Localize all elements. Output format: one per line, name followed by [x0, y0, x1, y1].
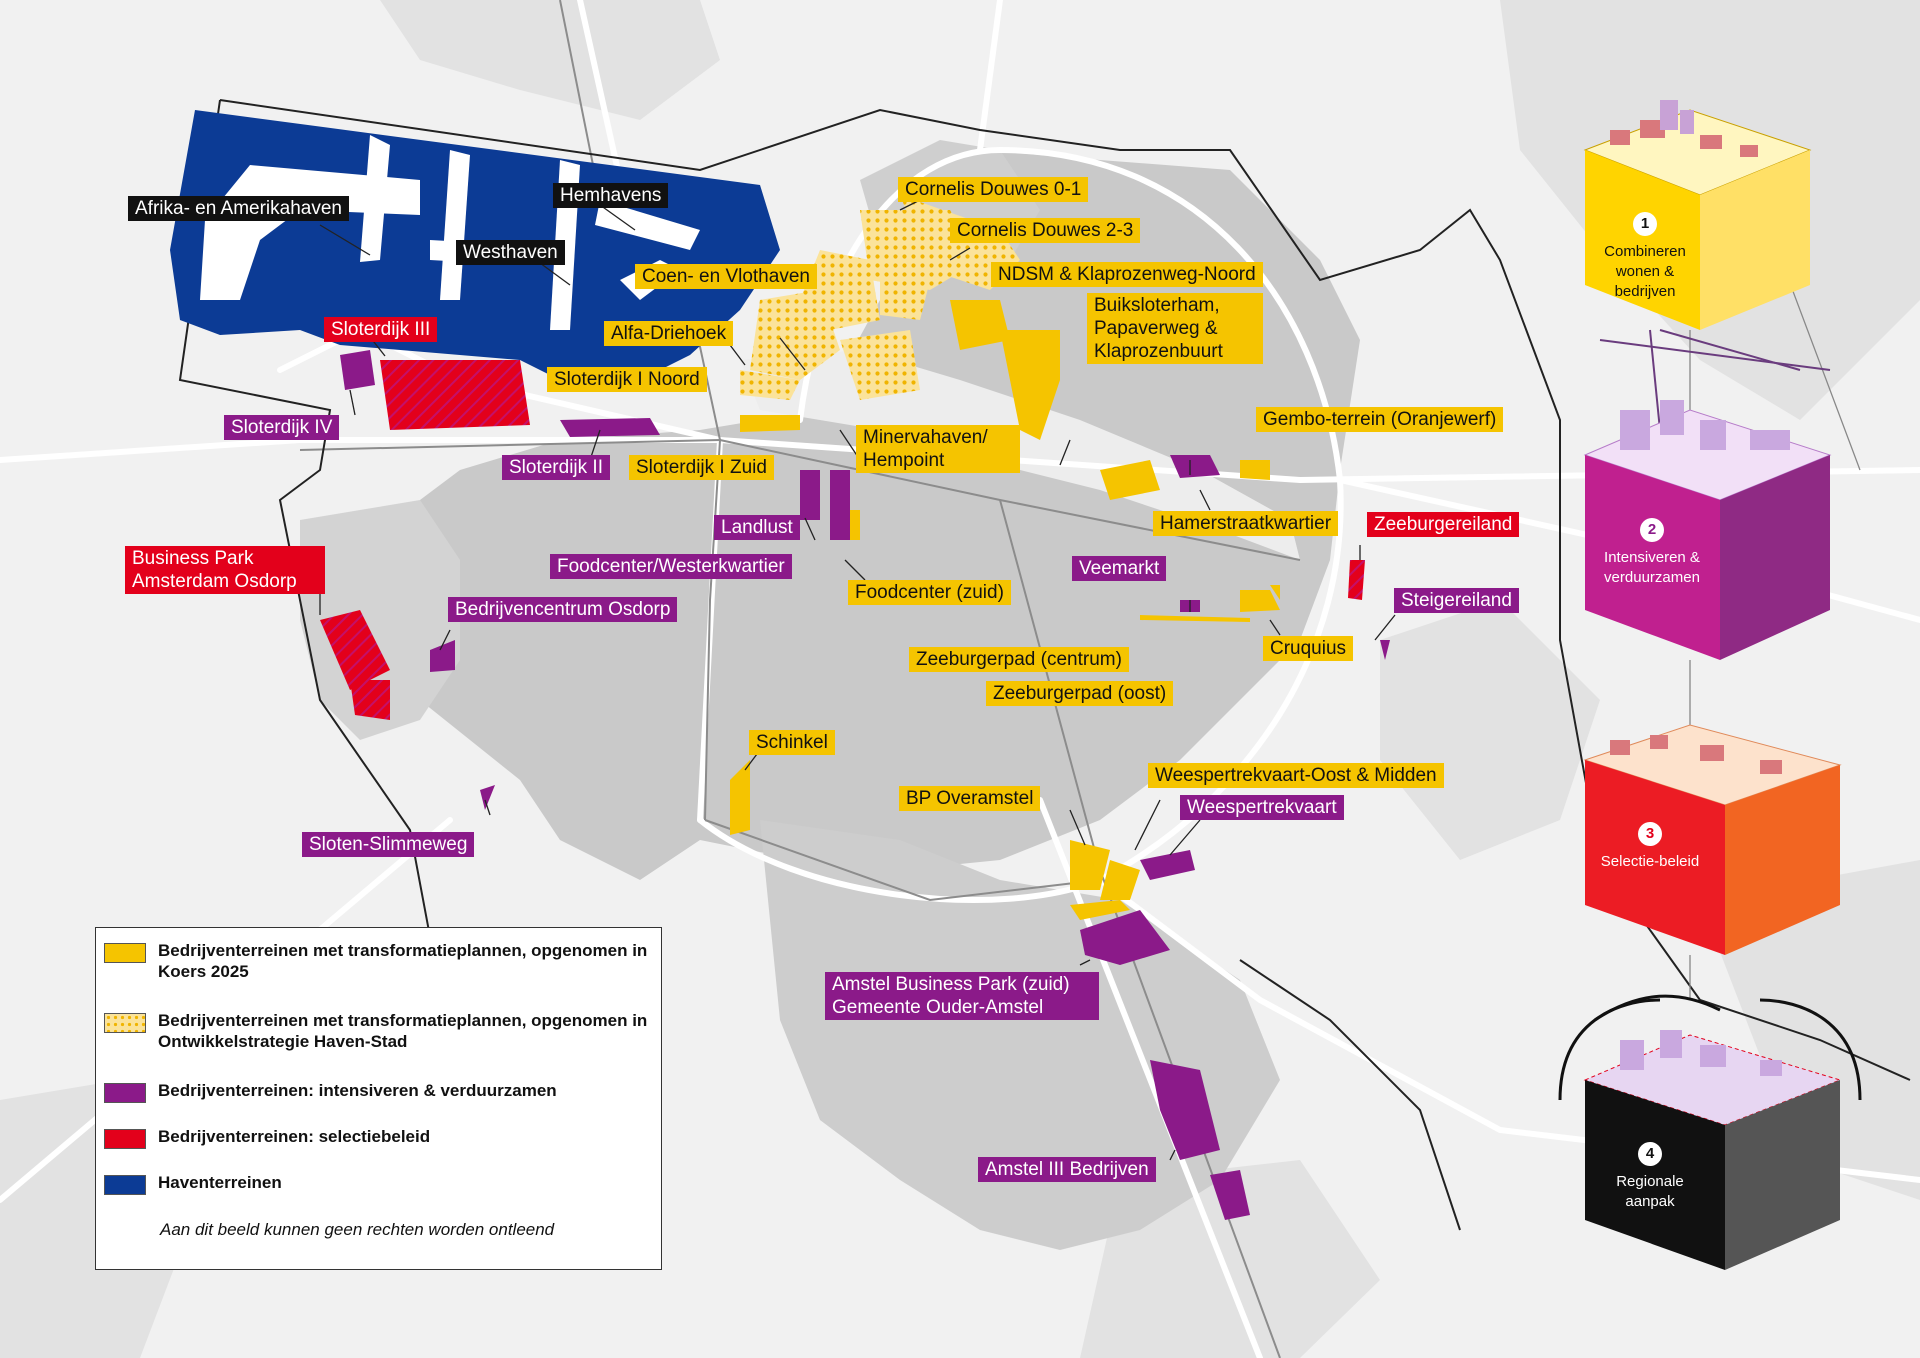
label-cornelis-douwes-2-3: Cornelis Douwes 2-3 [950, 218, 1141, 243]
legend-label: Bedrijventerreinen: selectiebeleid [158, 1127, 431, 1146]
label-sloterdijk-ii: Sloterdijk II [502, 455, 610, 480]
label-sloterdijk-i-zuid: Sloterdijk I Zuid [629, 455, 774, 480]
cube-4-text: Regionale aanpak [1616, 1173, 1684, 1210]
label-bp-overamstel: BP Overamstel [899, 786, 1041, 811]
legend-swatch-purple [104, 1083, 146, 1103]
label-bedrijvencentrum-osdorp: Bedrijvencentrum Osdorp [448, 597, 678, 622]
cube-2-text: Intensiveren & verduurzamen [1604, 549, 1700, 586]
label-foodcenter-westerkwartier: Foodcenter/Westerkwartier [550, 554, 792, 579]
label-coen-vlothaven: Coen- en Vlothaven [635, 264, 817, 289]
label-veemarkt: Veemarkt [1072, 556, 1167, 581]
legend-label: Bedrijventerreinen met transformatieplan… [158, 941, 648, 981]
selectiebeleid-areas [320, 360, 1365, 720]
cube-3-text: Selectie-beleid [1600, 853, 1700, 870]
cube-2-label: 2 Intensiveren & verduurzamen [1592, 518, 1712, 588]
label-cornelis-douwes-0-1: Cornelis Douwes 0-1 [898, 177, 1089, 202]
legend-item-haventerreinen: Haventerreinen [104, 1172, 648, 1195]
legend-item-haven-stad: Bedrijventerreinen met transformatieplan… [104, 1010, 648, 1052]
label-sloterdijk-iii: Sloterdijk III [324, 317, 438, 342]
label-zeeburgereiland: Zeeburgereiland [1367, 512, 1520, 537]
cube-1-text: Combineren wonen & bedrijven [1604, 243, 1686, 300]
label-zeeburgerpad-oost: Zeeburgerpad (oost) [986, 681, 1174, 706]
label-weespertrekvaart: Weespertrekvaart [1180, 795, 1344, 820]
crane-icon [1599, 329, 1831, 431]
cube-3-number: 3 [1638, 822, 1662, 846]
label-hemhavens: Hemhavens [553, 183, 669, 208]
label-ndsm-klaprozenweg: NDSM & Klaprozenweg-Noord [991, 262, 1263, 287]
cube-4-number: 4 [1638, 1142, 1662, 1166]
municipal-boundary [178, 99, 1911, 1231]
label-westhaven: Westhaven [456, 240, 565, 265]
label-amstel-iii: Amstel III Bedrijven [978, 1157, 1156, 1182]
label-landlust: Landlust [714, 515, 800, 540]
label-schinkel: Schinkel [749, 730, 835, 755]
cube-1-number: 1 [1633, 212, 1657, 236]
label-steigereiland: Steigereiland [1394, 588, 1519, 613]
cube-3 [1583, 724, 1842, 955]
cube-2 [1583, 400, 1832, 660]
urban-area-west [300, 500, 460, 740]
label-gembo-terrein: Gembo-terrein (Oranjewerf) [1256, 407, 1504, 432]
legend-item-koers: Bedrijventerreinen met transformatieplan… [104, 940, 648, 982]
legend-swatch-red [104, 1129, 146, 1149]
cube-4-label: 4 Regionale aanpak [1600, 1142, 1700, 1212]
label-sloterdijk-iv: Sloterdijk IV [224, 415, 340, 440]
label-alfa-driehoek: Alfa-Driehoek [604, 321, 734, 346]
label-buiksloterham: Buiksloterham, Papaverweg & Klaprozenbuu… [1087, 293, 1263, 364]
label-zeeburgerpad-centrum: Zeeburgerpad (centrum) [909, 647, 1129, 672]
legend-label: Haventerreinen [158, 1173, 282, 1192]
legend: Bedrijventerreinen met transformatieplan… [95, 927, 662, 1270]
water-ij [740, 350, 1300, 560]
label-cruquius: Cruquius [1263, 636, 1354, 661]
legend-swatch-blue [104, 1175, 146, 1195]
label-weespertrekvaart-oost-midden: Weespertrekvaart-Oost & Midden [1148, 763, 1444, 788]
legend-swatch-yellow [104, 943, 146, 963]
legend-label: Bedrijventerreinen met transformatieplan… [158, 1011, 648, 1051]
label-amstel-business-park: Amstel Business Park (zuid) Gemeente Oud… [825, 972, 1099, 1020]
label-hamerstraatkwartier: Hamerstraatkwartier [1153, 511, 1339, 536]
label-sloten-slimmeweg: Sloten-Slimmeweg [302, 832, 475, 857]
cube-4 [1558, 994, 1862, 1270]
legend-swatch-dotted [104, 1013, 146, 1033]
koers-2025-areas [730, 300, 1280, 920]
label-business-park-osdorp: Business Park Amsterdam Osdorp [125, 546, 325, 594]
label-afrika-amerikahaven: Afrika- en Amerikahaven [128, 196, 349, 221]
legend-disclaimer: Aan dit beeld kunnen geen rechten worden… [160, 1220, 555, 1239]
cube-1-label: 1 Combineren wonen & bedrijven [1595, 212, 1695, 302]
legend-item-intensiveren: Bedrijventerreinen: intensiveren & verdu… [104, 1080, 648, 1103]
cube-2-number: 2 [1640, 518, 1664, 542]
legend-label: Bedrijventerreinen: intensiveren & verdu… [158, 1081, 557, 1100]
label-foodcenter-zuid: Foodcenter (zuid) [848, 580, 1011, 605]
label-sloterdijk-i-noord: Sloterdijk I Noord [547, 367, 707, 392]
legend-item-selectiebeleid: Bedrijventerreinen: selectiebeleid [104, 1126, 648, 1149]
intensiveren-areas [340, 350, 1390, 1220]
cube-3-label: 3 Selectie-beleid [1600, 822, 1700, 872]
cube-1 [1583, 100, 1812, 330]
label-minervahaven: Minervahaven/ Hempoint [856, 425, 1020, 473]
